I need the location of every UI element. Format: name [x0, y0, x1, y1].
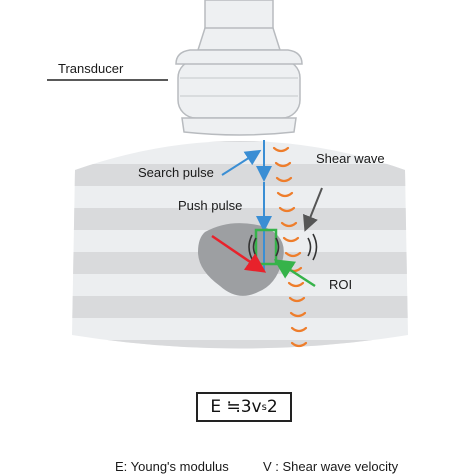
transducer-probe: [175, 0, 303, 136]
search-pulse-label: Search pulse: [138, 165, 214, 180]
roi-label: ROI: [329, 277, 353, 292]
shear-wave-pointer: [303, 187, 323, 232]
shear-wave-label: Shear wave: [316, 151, 385, 166]
youngs-modulus-definition: E: Young's modulus: [115, 459, 229, 474]
formula-prefix: E ≒3v: [210, 397, 262, 417]
push-direction-arrow: [211, 234, 267, 273]
vibration-icon: [248, 233, 318, 261]
shear-velocity-definition: V : Shear wave velocity: [263, 459, 399, 474]
push-pulse-label: Push pulse: [178, 198, 243, 213]
roi-pointer-arrow: [273, 259, 316, 288]
formula-suffix: 2: [266, 397, 278, 417]
shear-wave-arcs: [272, 146, 308, 348]
transducer-label: Transducer: [58, 61, 124, 76]
formula-subscript: s: [261, 401, 267, 413]
search-pulse-arrows: [221, 140, 272, 232]
